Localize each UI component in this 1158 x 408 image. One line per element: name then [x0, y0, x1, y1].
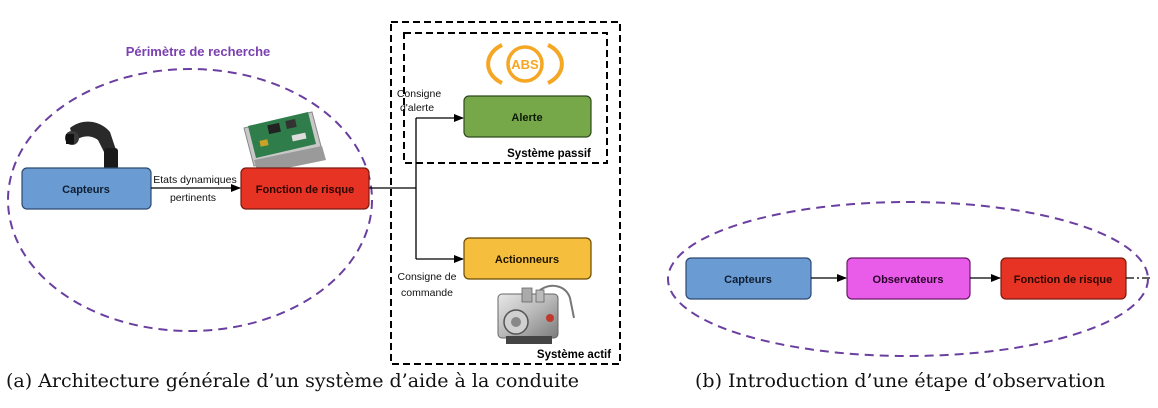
alerte-box	[463, 95, 592, 138]
fonction-risque-label: Fonction de risque	[256, 184, 354, 196]
fonction-risque-label-b: Fonction de risque	[1014, 274, 1112, 286]
actionneurs-label: Actionneurs	[495, 254, 559, 266]
passive-system-label: Système passif	[507, 148, 591, 160]
consigne-commande-line2: commande	[401, 287, 453, 299]
abs-warning-icon: ABS	[486, 43, 564, 85]
consigne-alerte-line1: Consigne	[397, 88, 442, 100]
passive-system-frame	[403, 32, 608, 164]
active-system-label: Système actif	[537, 349, 611, 361]
caption-b: (b) Introduction d’une étape d’observati…	[695, 370, 1106, 392]
capteurs-label: Capteurs	[62, 184, 110, 196]
capteurs-label-b: Capteurs	[724, 274, 772, 286]
diagram-a: Périmètre de recherche Capteurs Fonction…	[7, 21, 621, 365]
hydraulic-unit-icon	[497, 284, 575, 344]
perimeter-label: Périmètre de recherche	[126, 44, 271, 59]
perimeter-b	[667, 201, 1149, 357]
consigne-alerte-line2: d'alerte	[400, 102, 434, 114]
actionneurs-box	[463, 237, 592, 280]
research-perimeter	[7, 68, 373, 332]
diagram-b: Capteurs Observateurs Fonction de risque	[667, 201, 1150, 357]
edge-label-line2: pertinents	[170, 192, 216, 204]
observateurs-label: Observateurs	[873, 274, 944, 286]
alerte-label: Alerte	[511, 112, 542, 124]
abs-label: ABS	[511, 57, 539, 72]
caption-a: (a) Architecture générale d’un système d…	[6, 370, 580, 392]
consigne-commande-line1: Consigne de	[398, 271, 457, 283]
active-system-frame	[390, 21, 621, 365]
edge-label-line1: Etats dynamiques	[153, 174, 236, 186]
ecu-board-icon	[243, 111, 326, 174]
